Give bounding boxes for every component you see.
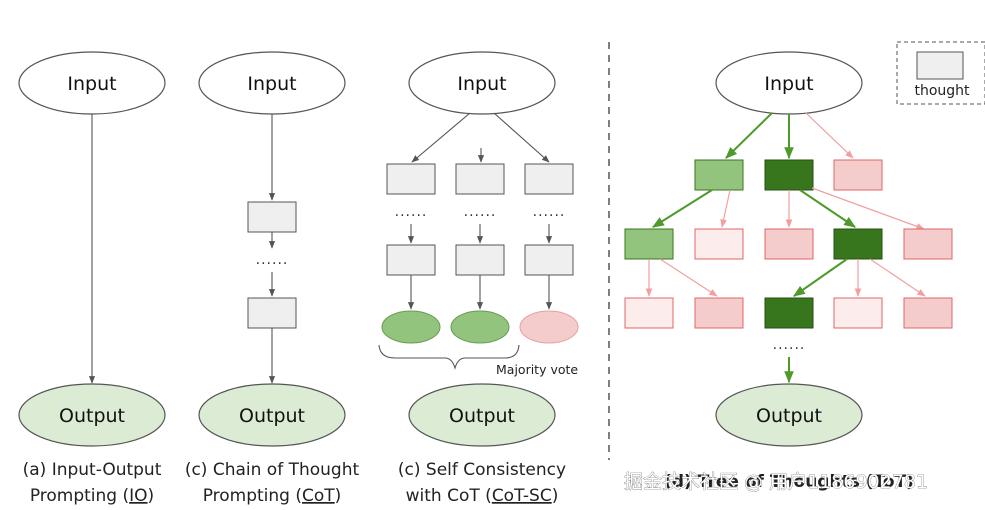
sc-thought-a2 [386, 244, 436, 276]
tot-edge-l1a-l2b [720, 189, 731, 228]
cot-caption-line1: (c) Chain of Thought [185, 460, 360, 480]
io-output-label: Output [59, 405, 125, 427]
io-output-node [18, 383, 166, 447]
tot-edge-root-l1a [725, 112, 773, 159]
tot-edge-l1a-l2a [651, 189, 713, 228]
sc-thought-b1 [455, 163, 505, 195]
cot-panel: Input ...... Output (c) Chain of Thought… [185, 51, 360, 506]
tot-l3-node-a [624, 297, 674, 329]
sc-input-label: Input [457, 73, 506, 95]
cot-caption-line2: Prompting (CoT) [203, 486, 342, 506]
watermark: 掘金技术社区 @ 用户1186902781 [624, 471, 928, 493]
sc-dots-c: ...... [533, 204, 566, 220]
tot-input-label: Input [764, 73, 813, 95]
sc-thought-a1 [386, 163, 436, 195]
sc-answer-b [450, 310, 510, 344]
tot-l3-node-d [833, 297, 883, 329]
io-panel: Input Output (a) Input-Output Prompting … [18, 51, 166, 506]
tot-l2-node-d [833, 228, 883, 260]
tot-caption-line1: (d) Tree of Thoughts (ToT) [664, 472, 914, 492]
tot-l3-node-b [694, 297, 744, 329]
tot-l3-node-c [764, 297, 814, 329]
tot-edge-l1b-l2e [811, 187, 925, 230]
sc-edge-root-right [493, 112, 550, 163]
tot-l2-node-a [624, 228, 674, 260]
tot-l1-node-c [833, 159, 883, 191]
sc-answer-a [381, 310, 441, 344]
tot-l2-node-c [764, 228, 814, 260]
sc-answer-c [519, 310, 579, 344]
tot-l3-node-e [903, 297, 953, 329]
io-input-label: Input [67, 73, 116, 95]
tot-output-label: Output [756, 405, 822, 427]
cot-sc-panel: Input ...... ...... ...... Majority vote… [378, 51, 579, 506]
tot-l1-node-a [694, 159, 744, 191]
tot-l1-node-b [764, 159, 814, 191]
tot-edge-l2a-l3b [659, 258, 718, 297]
sc-dots-a: ...... [395, 204, 428, 220]
io-caption-line2: Prompting (IO) [30, 486, 154, 506]
io-caption-line1: (a) Input-Output [23, 460, 162, 480]
sc-caption-line2: with CoT (CoT-SC) [406, 486, 559, 506]
sc-thought-c2 [524, 244, 574, 276]
tot-output-node [715, 383, 863, 447]
cot-dots: ...... [256, 252, 289, 268]
sc-thought-b2 [455, 244, 505, 276]
sc-output-label: Output [449, 405, 515, 427]
cot-input-label: Input [247, 73, 296, 95]
cot-thought-1 [247, 201, 297, 233]
cot-output-node [198, 383, 346, 447]
cot-output-label: Output [239, 405, 305, 427]
sc-majority-brace [378, 344, 520, 370]
tot-l2-node-b [694, 228, 744, 260]
thought-legend-box [896, 41, 985, 105]
tot-edge-l1b-l2d [799, 189, 856, 228]
sc-thought-c1 [524, 163, 574, 195]
tot-dots: ...... [773, 337, 806, 353]
thought-legend-label: thought [914, 83, 970, 99]
sc-dots-b: ...... [464, 204, 497, 220]
tot-l2-node-e [903, 228, 953, 260]
sc-edge-root-left [411, 112, 471, 163]
thought-legend-swatch [916, 51, 964, 80]
tot-edge-l2d-l3e [869, 258, 926, 297]
tot-edge-root-l1c [805, 112, 854, 159]
sc-input-node [408, 51, 556, 115]
sc-caption-line1: (c) Self Consistency [398, 460, 566, 480]
sc-majority-vote-label: Majority vote [496, 362, 578, 377]
cot-thought-2 [247, 297, 297, 329]
tot-panel: thought Input ...... [624, 41, 985, 493]
sc-output-node [408, 383, 556, 447]
tot-edge-l2d-l3c [793, 258, 848, 297]
